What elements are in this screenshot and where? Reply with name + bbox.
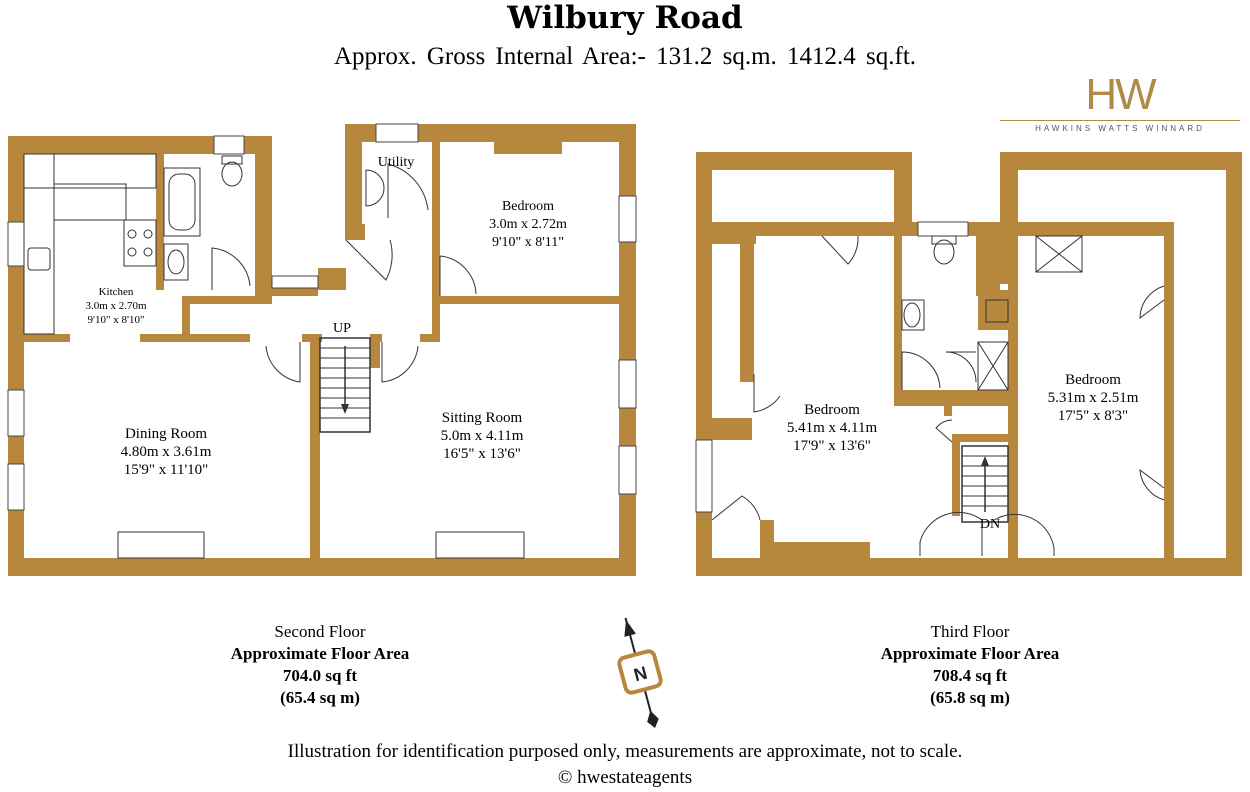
sitting-imperial: 16'5" x 13'6" [443,446,521,462]
second-floor-area-label: Approximate Floor Area [230,644,410,663]
third-floor-name: Third Floor [930,622,1010,641]
third-bedroom-right-metric: 5.31m x 2.51m [1048,390,1139,406]
second-floor-plan: Kitchen 3.0m x 2.70m 9'10" x 8'10" Utili… [7,123,637,576]
dining-imperial: 15'9" x 11'10" [124,462,209,478]
gross-area-subtitle: Approx. Gross Internal Area:- 131.2 sq.m… [333,43,917,70]
stairs-up-label: UP [333,321,351,336]
second-bedroom-metric: 3.0m x 2.72m [489,217,567,232]
dining-name: Dining Room [125,426,207,442]
sitting-name: Sitting Room [442,410,523,426]
second-bedroom-imperial: 9'10" x 8'11" [492,235,564,250]
north-label: N [632,663,650,686]
kitchen-imperial: 9'10" x 8'10" [88,314,145,326]
brand-name: HAWKINS WATTS WINNARD [1035,124,1205,133]
third-bedroom-left-metric: 5.41m x 4.11m [787,420,878,436]
sitting-metric: 5.0m x 4.11m [441,428,524,444]
second-floor-sqft: 704.0 sq ft [282,666,358,685]
third-floor-fixtures [901,235,1083,391]
third-floor-doors [711,235,1165,556]
copyright-text: © hwestateagents [557,767,693,788]
stairs-down-label: DN [980,517,1000,532]
dining-fireplace [117,531,205,559]
north-arrow-icon: N [617,617,663,729]
third-floor-walls [696,152,1242,576]
second-floor-doors [265,163,477,383]
third-floor-sqft: 708.4 sq ft [932,666,1008,685]
bathroom-fixtures [163,155,385,290]
kitchen-units [23,153,157,335]
footer: Illustration for identification purposed… [0,739,1250,791]
third-bedroom-right-imperial: 17'5" x 8'3" [1058,408,1128,424]
second-floor-summary: Second Floor Approximate Floor Area 704.… [190,621,450,709]
third-bedroom-left-name: Bedroom [804,402,860,418]
third-floor-windows [695,221,969,513]
third-bedroom-right-name: Bedroom [1065,372,1121,388]
sitting-fireplace [435,531,525,559]
second-bedroom-name: Bedroom [502,199,554,214]
second-floor-sqm: (65.4 sq m) [280,688,360,707]
second-floor-windows [7,123,637,511]
brand-logo: HW [1085,70,1156,119]
second-floor-walls [8,124,636,576]
kitchen-metric: 3.0m x 2.70m [85,300,147,312]
disclaimer-text: Illustration for identification purposed… [287,741,963,762]
utility-name: Utility [378,155,415,170]
page-title: Wilbury Road [507,0,743,36]
third-floor-summary: Third Floor Approximate Floor Area 708.4… [840,621,1100,709]
third-floor-plan: Bedroom 5.41m x 4.11m 17'9" x 13'6" Bedr… [695,152,1242,576]
kitchen-name: Kitchen [99,286,134,298]
third-floor-stairs [961,445,1009,523]
second-floor-name: Second Floor [274,622,366,641]
third-floor-sqm: (65.8 sq m) [930,688,1010,707]
third-bedroom-left-imperial: 17'9" x 13'6" [793,438,871,454]
third-floor-area-label: Approximate Floor Area [880,644,1060,663]
logo-divider [1000,120,1240,121]
second-floor-stairs [319,337,371,433]
dining-metric: 4.80m x 3.61m [121,444,212,460]
